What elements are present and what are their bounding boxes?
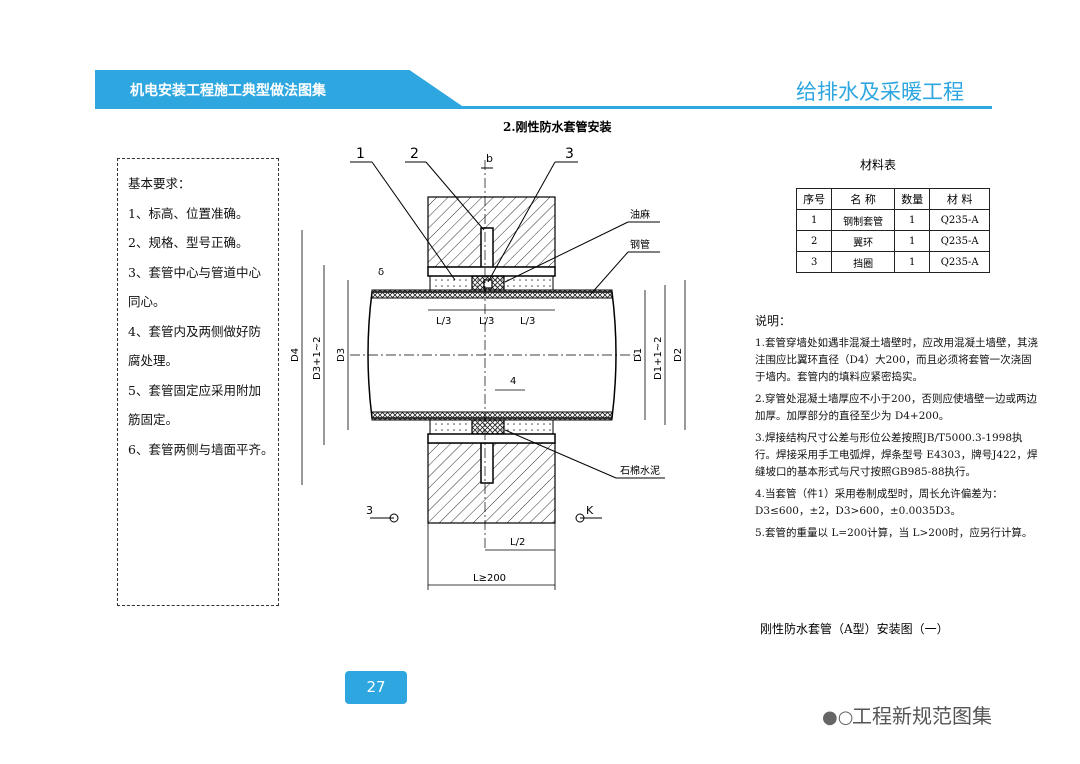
watermark-text: 工程新规范图集	[852, 704, 992, 728]
header-left-title: 机电安装工程施工典型做法图集	[130, 83, 326, 99]
retaining-ring-upper	[483, 279, 493, 289]
dim-d3-plus: D3+1~2	[312, 336, 323, 380]
table-row: 3 挡圈 1 Q235-A	[795, 251, 990, 273]
section-mark-right: K	[586, 504, 594, 517]
label-asbestos-cement: 石棉水泥	[620, 464, 660, 477]
note-item: 2.穿管处混凝土墙厚应不小于200，否则应使墙壁一边或两边加厚。加厚部分的直径至…	[755, 393, 1038, 422]
table-row: 2 翼环 1 Q235-A	[795, 230, 990, 252]
dim-l3-c: L/3	[520, 316, 535, 327]
table-cell: 1	[795, 209, 833, 231]
label-oil-hemp: 油麻	[630, 208, 650, 221]
callout-1: 1	[356, 146, 365, 162]
wechat-icon: ●○	[822, 707, 854, 728]
dim-l3-b: L/3	[479, 316, 494, 327]
table-cell: 钢制套管	[831, 209, 896, 231]
callout-b: b	[486, 152, 493, 165]
notes-block: 说明： 1.套管穿墙处如遇非混凝土墙壁时，应改用混凝土墙壁，其浇注围应比翼环直径…	[755, 312, 1040, 547]
materials-header: 名 称	[831, 188, 896, 210]
requirement-line: 5、套管固定应采用附加	[128, 382, 261, 398]
callout-2: 2	[410, 146, 419, 162]
callout-3: 3	[565, 146, 574, 162]
dim-l2: L/2	[510, 537, 525, 548]
dim-d1: D1	[633, 348, 644, 362]
table-cell: Q235-A	[929, 251, 990, 273]
requirement-line: 2、规格、型号正确。	[128, 235, 249, 250]
section-title: 2.刚性防水套管安装	[503, 120, 612, 134]
dim-l200: L≥200	[473, 573, 506, 584]
header-right-title: 给排水及采暖工程	[796, 80, 964, 104]
dim-d2: D2	[673, 348, 684, 362]
table-cell: 挡圈	[831, 251, 896, 273]
materials-header: 材 料	[929, 188, 990, 210]
wing-ring-upper	[480, 227, 494, 269]
dim-d3: D3	[336, 348, 347, 362]
sleeve-installation-drawing: 1 2 b 3 油麻 钢管 石棉水泥 L/3 L/3 L/3 δ 4 D4 D3…	[290, 146, 686, 590]
table-cell: 1	[894, 230, 931, 252]
table-cell: Q235-A	[929, 230, 990, 252]
label-steel-pipe: 钢管	[630, 238, 650, 251]
dim-d4: D4	[290, 348, 301, 362]
header-tab: 机电安装工程施工典型做法图集	[95, 70, 465, 108]
drawing-caption: 刚性防水套管（A型）安装图（一）	[760, 622, 949, 636]
table-cell: 2	[795, 230, 833, 252]
note-item: 1.套管穿墙处如遇非混凝土墙壁时，应改用混凝土墙壁，其浇注围应比翼环直径（D4）…	[755, 337, 1039, 383]
notes-title: 说明：	[755, 314, 792, 328]
requirement-line: 1、标高、位置准确。	[128, 205, 249, 221]
wing-ring-lower	[480, 442, 494, 484]
note-item: 5.套管的重量以 L=200计算，当 L>200时，应另行计算。	[755, 527, 1033, 539]
table-cell: 3	[795, 251, 833, 273]
note-item: 3.焊接结构尺寸公差与形位公差按照JB/T5000.3-1998执行。焊接采用手…	[755, 432, 1038, 478]
table-cell: Q235-A	[929, 209, 990, 231]
requirements-box: 基本要求： 1、标高、位置准确。 2、规格、型号正确。 3、套管中心与管道中心 …	[117, 158, 279, 606]
page-number: 27	[345, 671, 407, 704]
materials-header: 序号	[795, 188, 833, 210]
dim-4: 4	[510, 376, 516, 387]
requirement-line: 4、套管内及两侧做好防	[128, 323, 261, 339]
header-divider	[95, 106, 992, 109]
dim-d1-plus: D1+1~2	[653, 336, 664, 380]
dim-l3-a: L/3	[436, 316, 451, 327]
oil-hemp-lower	[471, 419, 505, 435]
section-mark-left: 3	[366, 504, 373, 517]
sleeve-lower	[427, 433, 556, 444]
dim-delta: δ	[378, 267, 384, 278]
table-cell: 1	[894, 251, 931, 273]
requirement-line: 6、套管两侧与墙面平齐。	[128, 441, 274, 457]
requirement-line: 3、套管中心与管道中心	[128, 264, 261, 280]
requirements-title: 基本要求：	[128, 176, 191, 191]
watermark: ●○工程新规范图集	[822, 700, 992, 729]
materials-header: 数量	[894, 188, 931, 210]
table-cell: 1	[894, 209, 931, 231]
table-cell: 翼环	[831, 230, 896, 252]
requirement-line: 筋固定。	[128, 412, 179, 427]
materials-title: 材料表	[860, 158, 897, 172]
materials-table: 序号 名 称 数量 材 料 1 钢制套管 1 Q235-A 2 翼环 1 Q23…	[795, 188, 990, 273]
note-item: 4.当套管（件1）采用卷制成型时，周长允许偏差为：D3≤600，±2，D3>60…	[755, 488, 1003, 517]
requirement-line: 腐处理。	[128, 353, 179, 368]
requirement-line: 同心。	[128, 294, 166, 309]
table-row: 1 钢制套管 1 Q235-A	[795, 209, 990, 231]
